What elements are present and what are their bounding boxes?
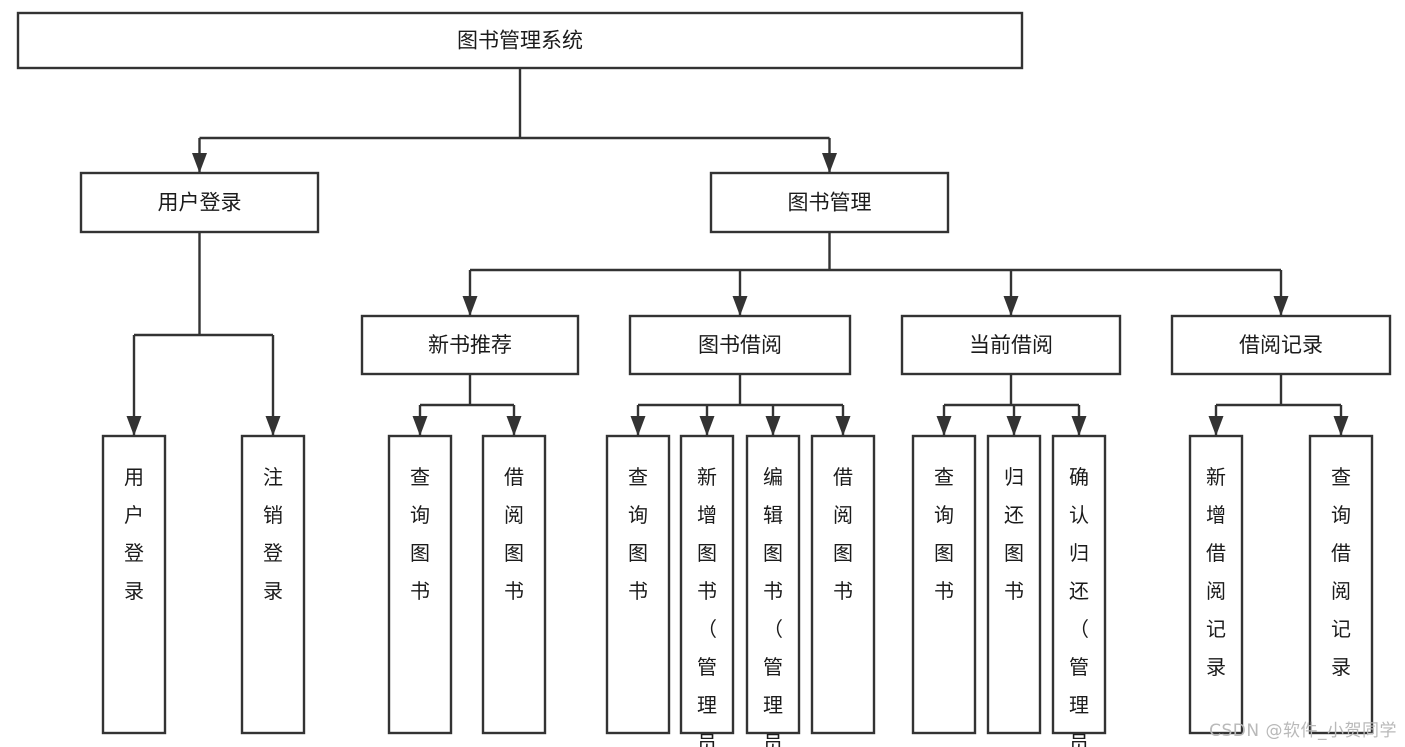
node-label: 当前借阅 [969,333,1053,357]
node-box [986,434,1042,735]
node-box [1170,314,1392,376]
node-label: 用户登录 [124,465,144,603]
node-leaf-borrow-4[interactable]: 借阅图书 [810,434,876,735]
node-label: 图书管理系统 [457,29,583,53]
node-leaf-borrow-2[interactable]: 新增图书（管理员） [679,434,735,747]
node-box [1188,434,1244,735]
node-label: 新增借阅记录 [1206,465,1226,679]
arrow-head [462,296,478,316]
node-leaf-record-1[interactable]: 新增借阅记录 [1188,434,1244,735]
node-box [745,434,801,735]
arrow-head [1006,416,1022,436]
arrow-head [822,153,837,173]
node-box [360,314,580,376]
node-record[interactable]: 借阅记录 [1170,314,1392,376]
node-box [628,314,852,376]
node-login[interactable]: 用户登录 [79,171,320,234]
node-box [810,434,876,735]
node-box [709,171,950,234]
node-box [679,434,735,735]
arrow-head [126,416,142,436]
node-box [387,434,453,735]
arrow-head [699,416,715,436]
node-root[interactable]: 图书管理系统 [16,11,1024,70]
node-label: 借阅图书 [833,465,853,603]
nodes-layer: 图书管理系统用户登录图书管理新书推荐图书借阅当前借阅借阅记录用户登录注销登录查询… [16,11,1392,747]
arrow-head [412,416,428,436]
arrow-head [1071,416,1087,436]
arrow-head [192,153,207,173]
node-box [101,434,167,735]
arrow-head [1208,416,1224,436]
node-leaf-record-2[interactable]: 查询借阅记录 [1308,434,1374,735]
node-label: 图书借阅 [698,333,782,357]
node-leaf-borrow-3[interactable]: 编辑图书（管理员） [745,434,801,747]
node-label: 图书管理 [788,191,872,215]
node-box [481,434,547,735]
node-label: 借阅记录 [1239,333,1323,357]
arrow-head [630,416,646,436]
node-leaf-newbook-2[interactable]: 借阅图书 [481,434,547,735]
node-leaf-current-3[interactable]: 确认归还（管理员） [1051,434,1107,747]
arrow-head [835,416,851,436]
node-box [79,171,320,234]
node-label: 借阅图书 [504,465,524,603]
node-label: 注销登录 [263,465,283,603]
node-leaf-newbook-1[interactable]: 查询图书 [387,434,453,735]
arrow-head [936,416,952,436]
node-label: 新增图书（管理员） [697,465,717,747]
arrow-head [265,416,281,436]
node-box [605,434,671,735]
node-box [16,11,1024,70]
node-label: 查询图书 [410,465,430,603]
arrow-head [732,296,748,316]
arrow-head [1003,296,1019,316]
node-box [240,434,306,735]
node-label: 查询图书 [934,465,954,603]
node-label: 用户登录 [158,191,242,215]
node-leaf-current-2[interactable]: 归还图书 [986,434,1042,735]
node-leaf-current-1[interactable]: 查询图书 [911,434,977,735]
node-label: 新书推荐 [428,333,512,357]
node-label: 查询图书 [628,465,648,603]
node-box [1051,434,1107,735]
arrow-head [1333,416,1349,436]
node-leaf-login-2[interactable]: 注销登录 [240,434,306,735]
node-label: 归还图书 [1004,465,1024,603]
node-newbook[interactable]: 新书推荐 [360,314,580,376]
node-leaf-login-1[interactable]: 用户登录 [101,434,167,735]
connectors-layer [126,68,1349,436]
arrow-head [1273,296,1289,316]
arrow-head [765,416,781,436]
node-current[interactable]: 当前借阅 [900,314,1122,376]
node-box [900,314,1122,376]
node-bookmgmt[interactable]: 图书管理 [709,171,950,234]
node-borrow[interactable]: 图书借阅 [628,314,852,376]
node-label: 编辑图书（管理员） [763,465,783,747]
node-label: 查询借阅记录 [1331,465,1351,679]
node-leaf-borrow-1[interactable]: 查询图书 [605,434,671,735]
node-box [911,434,977,735]
node-box [1308,434,1374,735]
arrow-head [506,416,522,436]
node-label: 确认归还（管理员） [1069,465,1089,747]
